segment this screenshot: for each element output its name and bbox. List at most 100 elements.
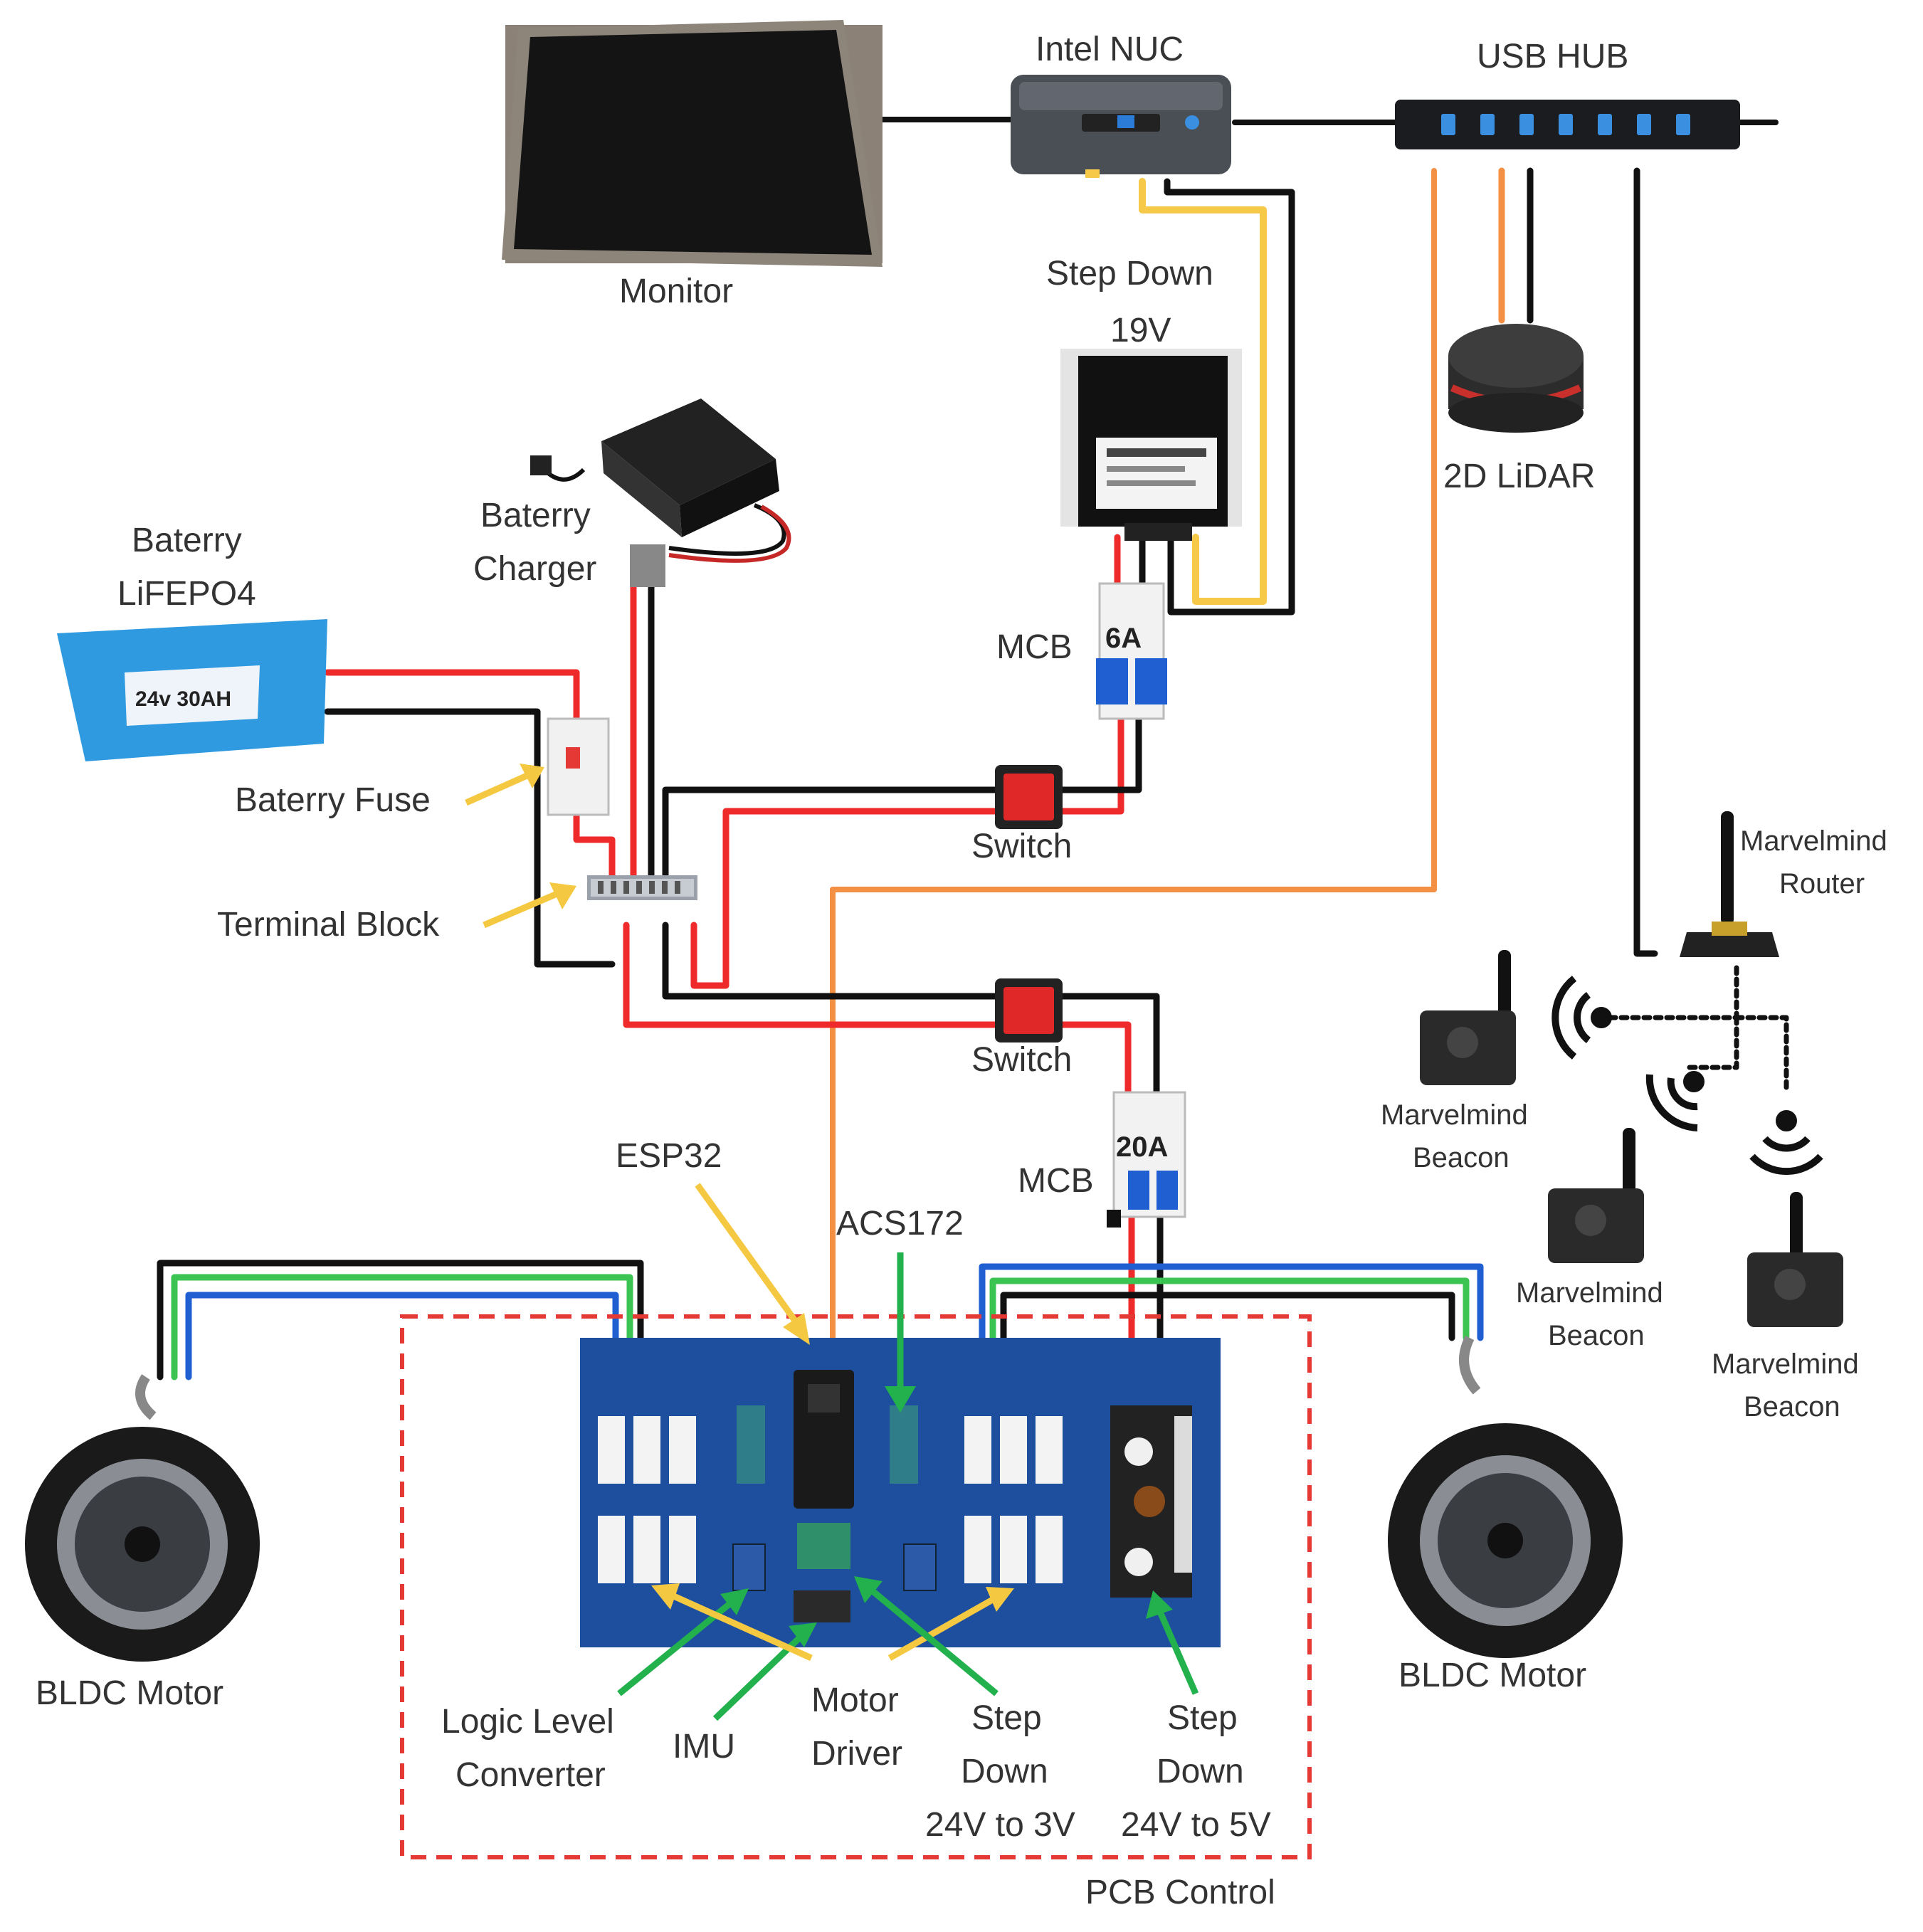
step-down-3v-arrowhead (854, 1576, 883, 1603)
wire-rmotor-green (989, 1277, 1470, 1381)
acs172-sensor-right (890, 1405, 918, 1484)
step-down-19v-converter (1060, 349, 1242, 541)
lidar (1448, 324, 1584, 433)
motor-driver-left (598, 1416, 696, 1583)
bldc-motor-right (1388, 1335, 1623, 1658)
wire-nuc-yellow (1139, 178, 1267, 605)
step-down-5v-label-line3: 24V to 5V (1121, 1806, 1271, 1844)
pcb-control-outline (400, 1314, 1312, 1859)
monitor (502, 20, 883, 267)
marvelmind-beacon-3 (1747, 1192, 1843, 1327)
marvelmind-router-label-line1: Marvelmind (1740, 825, 1887, 857)
wire-lmotor-black (157, 1260, 644, 1381)
battery-label-line1: Baterry (132, 522, 242, 559)
marvelmind-beacon-2 (1548, 1128, 1644, 1263)
step-down-3v-label-line3: 24V to 3V (925, 1806, 1075, 1844)
step-down-3v-label-line2: Down (961, 1753, 1048, 1790)
battery-fuse (547, 717, 610, 816)
wire-sw2-mcb-black (1057, 993, 1160, 1099)
motor-driver-arrow-left (668, 1590, 813, 1662)
usb-hub-label: USB HUB (1477, 38, 1628, 75)
logic-level-label-line2: Converter (455, 1756, 606, 1794)
wire-nuc-black (1164, 178, 1295, 616)
motor-driver-label-line2: Driver (811, 1735, 902, 1773)
terminal-block (587, 875, 697, 900)
battery-fuse-arrowhead (520, 764, 544, 788)
usb-hub (1395, 100, 1740, 149)
marvelmind-router-label-line2: Router (1779, 868, 1865, 899)
beacon2-label-line2: Beacon (1548, 1320, 1645, 1351)
wire-sw2-mcb-red (1057, 1021, 1132, 1099)
acs172-sensor-left (737, 1405, 765, 1484)
wire-marvelmind-dotted (1602, 965, 1789, 1092)
battery: 24v 30AH (57, 619, 327, 761)
step-down-5v-module (1110, 1405, 1192, 1598)
motor-driver-arrow-right (887, 1595, 999, 1661)
wire-usb-router (1633, 167, 1658, 957)
battery-fuse-label: Baterry Fuse (235, 781, 431, 819)
wires (157, 117, 1789, 1402)
step-down-19v-label-line1: Step Down (1046, 255, 1213, 292)
step-down-5v-arrowhead (1146, 1590, 1173, 1619)
marvelmind-router (1680, 811, 1779, 957)
pcb-board (580, 1338, 1221, 1647)
battery-label-line2: LiFEPO4 (117, 575, 256, 613)
terminal-block-arrow (483, 890, 560, 929)
switch-top-label: Switch (971, 828, 1072, 865)
wifi-signal-right (1749, 1110, 1823, 1176)
beacon3-label-line2: Beacon (1744, 1391, 1840, 1422)
logic-level-converter-left (732, 1543, 766, 1591)
wire-tb-sw2-black (662, 922, 1000, 1000)
wire-fuse-tb-red (573, 808, 616, 879)
wifi-signal-middle (1645, 1071, 1705, 1131)
step-down-3v-label-line1: Step (971, 1699, 1042, 1737)
wire-rmotor-blue (979, 1263, 1484, 1381)
mcb-6a (1096, 582, 1167, 720)
esp32-arrow (695, 1183, 800, 1326)
step-down-19v-label-line2: 19V (1110, 312, 1171, 349)
battery-charger-label-line2: Charger (473, 550, 596, 588)
switch-top (995, 765, 1063, 829)
wire-usb-esp32 (830, 168, 1437, 1398)
imu-module (797, 1523, 850, 1569)
imu-label: IMU (673, 1728, 735, 1765)
switch-bottom-label: Switch (971, 1041, 1072, 1079)
terminal-block-label: Terminal Block (217, 906, 440, 944)
beacon3-label-line1: Marvelmind (1712, 1348, 1859, 1380)
acs172-arrowhead (885, 1386, 916, 1413)
switch-bottom (995, 978, 1063, 1042)
wire-mcb6-red (1057, 708, 1124, 815)
pcb-control-label: PCB Control (1085, 1874, 1275, 1911)
mcb-20a (1107, 1091, 1186, 1228)
mcb-top-label: MCB (996, 628, 1073, 666)
logic-level-converter-right (903, 1543, 937, 1591)
step-down-5v-label-line1: Step (1167, 1699, 1238, 1737)
bldc-motor-left-label: BLDC Motor (36, 1674, 223, 1712)
step-down-5v-arrow (1157, 1610, 1199, 1695)
marvelmind-beacon-1 (1420, 950, 1516, 1085)
wire-mcb6-black (1057, 708, 1142, 793)
beacon1-label-line2: Beacon (1413, 1142, 1510, 1173)
wire-tb-sw2-red (623, 922, 1000, 1028)
motor-driver-arrowhead-left (651, 1583, 680, 1610)
beacon1-label-line1: Marvelmind (1381, 1099, 1528, 1131)
logic-level-arrowhead (720, 1588, 749, 1615)
wire-tb-sw1-black (662, 786, 1000, 879)
wire-batt-red (324, 669, 580, 722)
intel-nuc-label: Intel NUC (1036, 31, 1184, 68)
step-down-5v-label-line2: Down (1157, 1753, 1244, 1790)
battery-charger-label-line1: Baterry (480, 497, 591, 534)
monitor-label: Monitor (619, 273, 733, 310)
wire-lmotor-blue (185, 1292, 619, 1381)
wifi-signal-left (1551, 976, 1612, 1060)
logic-level-label-line1: Logic Level (441, 1703, 614, 1741)
wire-lmotor-green (171, 1274, 633, 1381)
lidar-label: 2D LiDAR (1443, 458, 1595, 495)
acs172-label: ACS172 (836, 1205, 964, 1242)
mcb-20a-rating: 20A (1116, 1131, 1168, 1163)
battery-spec-text: 24v 30AH (135, 687, 231, 711)
step-down-3v-module (794, 1590, 850, 1622)
terminal-block-arrowhead (549, 882, 576, 909)
